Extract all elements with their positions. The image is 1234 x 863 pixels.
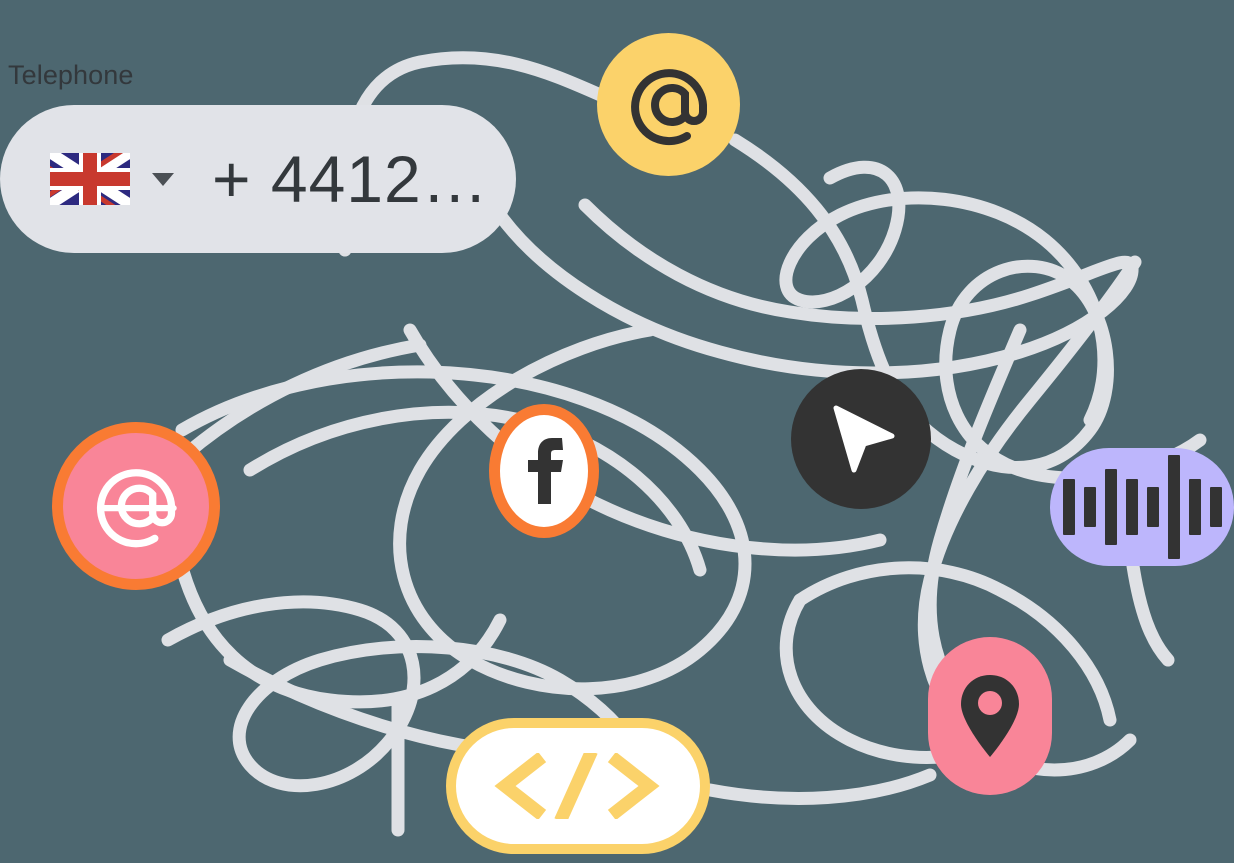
united-kingdom-flag-icon xyxy=(50,153,130,205)
email-badge-yellow[interactable] xyxy=(597,33,740,176)
line-pink-rise xyxy=(178,338,427,462)
video-play-badge[interactable] xyxy=(791,369,931,509)
facebook-badge[interactable] xyxy=(489,404,599,538)
telephone-field-group: Telephone + 4412… xyxy=(0,62,516,253)
location-badge[interactable] xyxy=(928,637,1052,795)
at-sign-icon xyxy=(97,469,177,548)
line-center-big-loop xyxy=(175,323,752,696)
voice-waveform-badge[interactable] xyxy=(1050,448,1234,566)
email-badge-pink[interactable] xyxy=(52,422,220,590)
line-leaf-upper xyxy=(493,198,1139,380)
telephone-input[interactable]: + 4412… xyxy=(0,105,516,253)
at-sign-icon xyxy=(630,68,707,145)
facebook-icon xyxy=(528,438,563,504)
code-badge[interactable] xyxy=(446,718,710,854)
chevron-down-icon[interactable] xyxy=(152,172,174,186)
play-cursor-icon xyxy=(833,405,895,473)
line-mid-sweep xyxy=(243,405,707,577)
line-waveform-tail xyxy=(1126,559,1175,667)
audio-waveform-icon xyxy=(1062,448,1222,566)
line-bottom-tail xyxy=(703,768,937,805)
code-brackets-icon xyxy=(494,753,660,819)
telephone-label: Telephone xyxy=(8,60,134,90)
telephone-value: + 4412… xyxy=(212,142,489,216)
map-pin-icon xyxy=(961,675,1019,757)
line-left-lower xyxy=(173,553,507,709)
